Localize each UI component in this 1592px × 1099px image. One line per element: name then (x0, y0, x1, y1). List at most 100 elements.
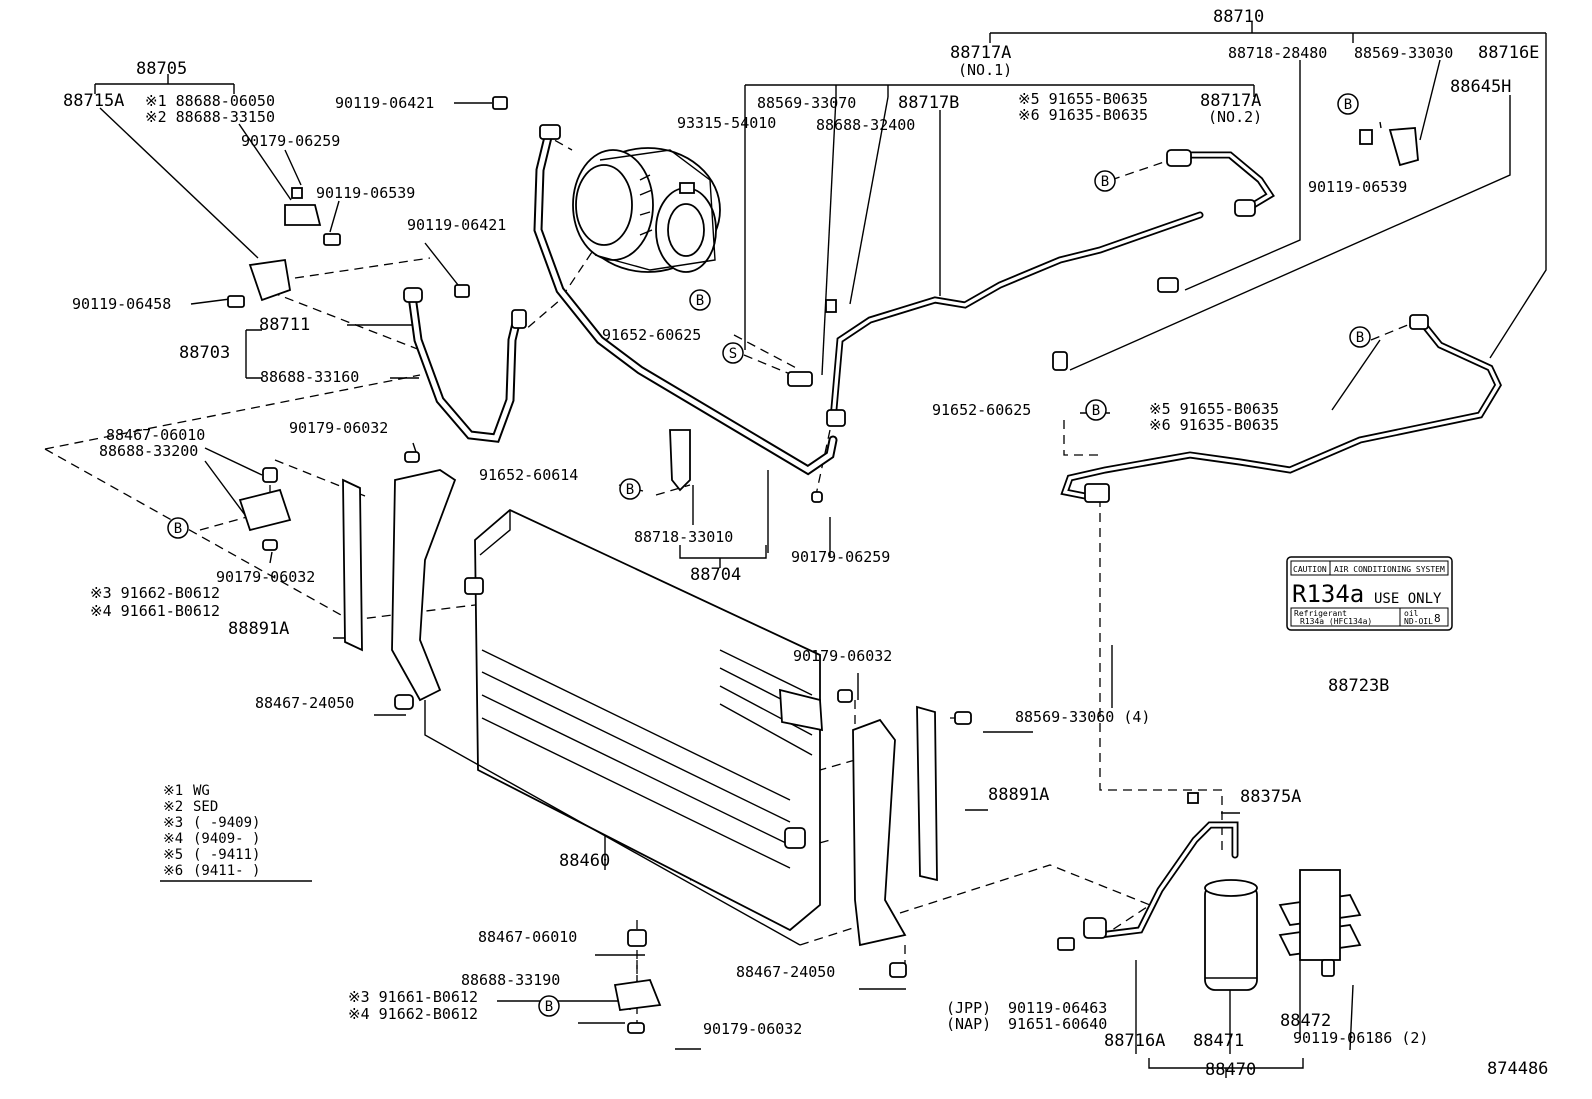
callout-88688-33200: 88688-33200 (99, 442, 198, 460)
callout-88704: 88704 (690, 565, 741, 585)
callout-88470: 88470 (1205, 1060, 1256, 1080)
callout-88717A-no1-sub: (NO.1) (958, 61, 1012, 79)
callout-88723B: 88723B (1328, 676, 1389, 696)
callout-91651-60640: 91651-60640 (1008, 1015, 1107, 1033)
callout-88472: 88472 (1280, 1011, 1331, 1031)
callout-88569-33070: 88569-33070 (757, 94, 856, 112)
b-marker: B (1349, 326, 1371, 348)
b-marker: B (1094, 170, 1116, 192)
callout-88716A: 88716A (1104, 1031, 1165, 1051)
legend-row: ※6 (9411- ) (163, 863, 260, 879)
callout-88703: 88703 (179, 343, 230, 363)
svg-text:B: B (174, 521, 182, 537)
callout-91661-B0612-b: ※3 91661-B0612 (348, 988, 478, 1006)
callout-91662-B0612-a: ※3 91662-B0612 (90, 584, 220, 602)
callout-90119-06458: 90119-06458 (72, 295, 171, 313)
callout-90119-06421-a: 90119-06421 (335, 94, 434, 112)
callout-90179-06259-b: 90179-06259 (791, 548, 890, 566)
callout-88645H: 88645H (1450, 77, 1511, 97)
callout-90179-06032-a: 90179-06032 (289, 419, 388, 437)
callout-88688-33160: 88688-33160 (260, 368, 359, 386)
grouping-brackets (94, 22, 1547, 1078)
callout-nap: (NAP) (946, 1015, 991, 1033)
callout-90179-06032-d: 90179-06032 (703, 1020, 802, 1038)
svg-text:※4: ※4 (163, 831, 183, 847)
callout-90119-06421-b: 90119-06421 (407, 216, 506, 234)
small-parts (227, 96, 1429, 1034)
condenser (464, 508, 823, 932)
compressor (572, 147, 721, 273)
side-seals (342, 469, 938, 947)
callout-90119-06539-a: 90119-06539 (316, 184, 415, 202)
legend-row: ※3( -9409) (163, 815, 260, 831)
legend-row: ※4 (9409- ) (163, 831, 260, 847)
callout-88467-06010-a: 88467-06010 (106, 426, 205, 444)
callout-jpp: (JPP) (946, 999, 991, 1017)
label-refrigerant: Refrigerant (1294, 609, 1347, 618)
b-marker: B (619, 478, 641, 500)
svg-text:※2: ※2 (163, 799, 183, 815)
refrigerant-caution-label: CAUTION AIR CONDITIONING SYSTEM R134a US… (1286, 556, 1453, 631)
callout-91662-B0612-b: ※4 91662-B0612 (348, 1005, 478, 1023)
callout-91655-B0635-b: ※5 91655-B0635 (1149, 400, 1279, 418)
callout-88717B: 88717B (898, 93, 959, 113)
callout-88891A-b: 88891A (988, 785, 1049, 805)
legend-row: ※5( -9411) (163, 847, 260, 863)
callout-91661-B0612-a: ※4 91661-B0612 (90, 602, 220, 620)
label-oil-no: 8 (1434, 612, 1441, 625)
callout-88467-24050-b: 88467-24050 (736, 963, 835, 981)
callout-88717A-no1: 88717A (950, 43, 1011, 63)
svg-text:※6: ※6 (163, 863, 183, 879)
callout-91652-60614: 91652-60614 (479, 466, 578, 484)
leader-lines (99, 43, 1547, 1054)
label-use-only: USE ONLY (1374, 591, 1442, 607)
callout-88715A: 88715A (63, 91, 124, 111)
label-oil: oil (1404, 609, 1419, 618)
legend-row: ※2 SED (163, 799, 218, 815)
callout-88460: 88460 (559, 851, 610, 871)
callout-90119-06463: 90119-06463 (1008, 999, 1107, 1017)
callout-91655-B0635-a: ※5 91655-B0635 (1018, 90, 1148, 108)
callout-91652-60625-a: 91652-60625 (602, 326, 701, 344)
svg-text:※5: ※5 (163, 847, 183, 863)
svg-text:B: B (696, 293, 704, 309)
svg-text:B: B (1356, 330, 1364, 346)
svg-text:(9409- ): (9409- ) (193, 831, 260, 847)
callout-88711: 88711 (259, 315, 310, 335)
label-system: AIR CONDITIONING SYSTEM (1334, 565, 1445, 574)
callout-91652-60625-b: 91652-60625 (932, 401, 1031, 419)
callout-88718-28480: 88718-28480 (1228, 44, 1327, 62)
circled-markers: B B B S B B B B B (167, 93, 1371, 1017)
callout-90179-06032-b: 90179-06032 (216, 568, 315, 586)
svg-text:※1: ※1 (163, 783, 183, 799)
label-main: R134a (1292, 580, 1364, 608)
b-marker: B (1085, 399, 1107, 421)
callout-88718-33010: 88718-33010 (634, 528, 733, 546)
callout-88688-33190: 88688-33190 (461, 971, 560, 989)
b-marker: B (167, 517, 189, 539)
callout-90119-06539-b: 90119-06539 (1308, 178, 1407, 196)
b-marker: B (1337, 93, 1359, 115)
callout-88717A-no2-sub: (NO.2) (1208, 108, 1262, 126)
callout-88710: 88710 (1213, 7, 1264, 27)
callout-93315-54010: 93315-54010 (677, 114, 776, 132)
receiver-drier (1204, 879, 1258, 991)
s-marker: S (722, 342, 744, 364)
svg-text:(9411- ): (9411- ) (193, 863, 260, 879)
callout-88569-33030: 88569-33030 (1354, 44, 1453, 62)
callout-88688-06050: ※1 88688-06050 (145, 92, 275, 110)
callout-88569-33060: 88569-33060 (4) (1015, 708, 1150, 726)
callout-88471: 88471 (1193, 1031, 1244, 1051)
svg-text:B: B (1101, 174, 1109, 190)
callout-88467-24050-a: 88467-24050 (255, 694, 354, 712)
callout-91635-B0635-b: ※6 91635-B0635 (1149, 416, 1279, 434)
svg-text:SED: SED (193, 799, 218, 815)
callout-88891A-a: 88891A (228, 619, 289, 639)
callout-90179-06032-c: 90179-06032 (793, 647, 892, 665)
diagram-id: 874486 (1487, 1059, 1548, 1079)
b-marker: B (689, 289, 711, 311)
svg-text:※3: ※3 (163, 815, 183, 831)
svg-text:B: B (1092, 403, 1100, 419)
